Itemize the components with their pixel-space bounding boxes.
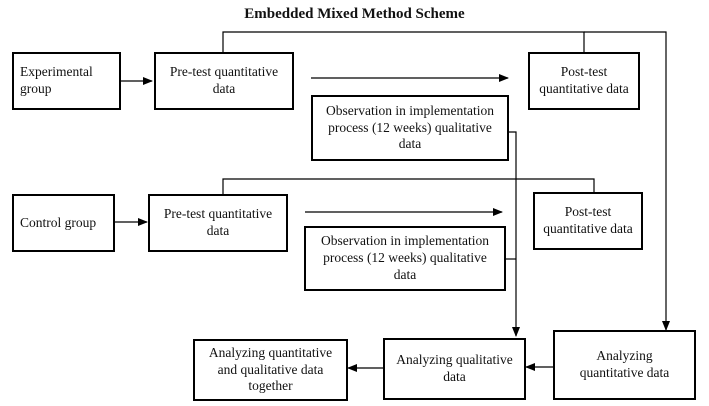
analyzing-qualitative-box: Analyzing qualitative data [383,338,526,400]
arrow-exp-observation-to-analyzing-qualitative [509,131,520,337]
control-pretest-box: Pre-test quantitative data [148,194,288,252]
analyzing-together-box: Analyzing quantitative and qualitative d… [193,339,348,401]
experimental-group-box: Experimental group [12,52,121,110]
diagram-title: Embedded Mixed Method Scheme [244,6,465,22]
control-posttest-box: Post-test quantitative data [533,192,643,250]
control-group-box: Control group [12,194,115,252]
experimental-pretest-box: Pre-test quantitative data [154,52,294,110]
experimental-posttest-box: Post-test quantitative data [528,52,640,110]
control-observation-box: Observation in implementation process (1… [304,226,506,291]
analyzing-quantitative-box: Analyzing quantitative data [553,330,696,400]
experimental-observation-box: Observation in implementation process (1… [311,95,509,161]
line-exp-bracket [222,31,585,52]
